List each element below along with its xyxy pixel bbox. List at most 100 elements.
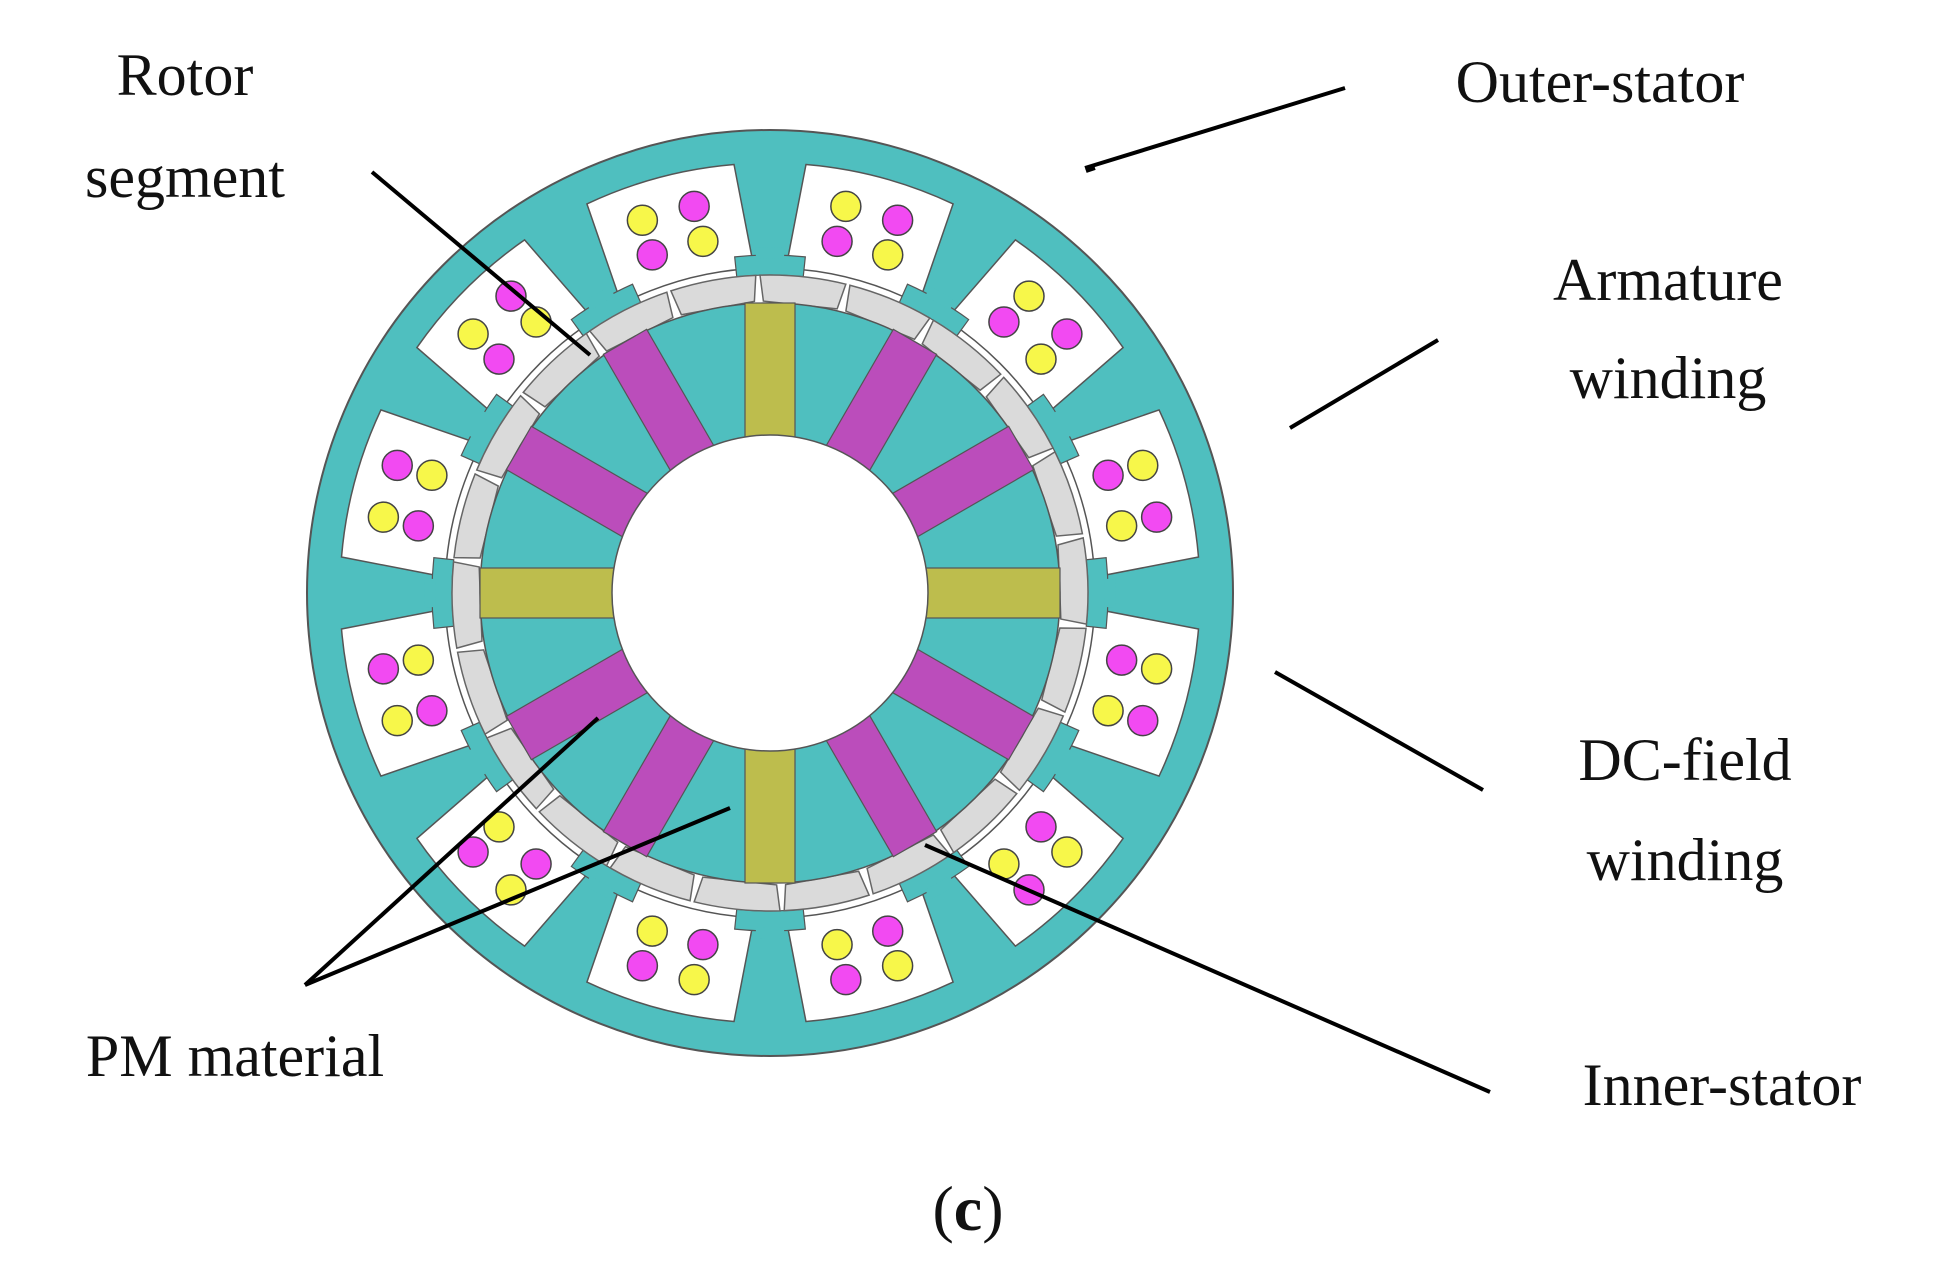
rotor-segment xyxy=(451,560,483,650)
dc-field-coil xyxy=(626,950,659,982)
dc-field-coil xyxy=(483,343,515,375)
armature-winding-leader xyxy=(1288,338,1440,430)
armature-coil xyxy=(1127,449,1159,482)
armature-winding-label-line1: Armature xyxy=(1553,247,1783,313)
machine-cross-section xyxy=(306,129,1234,1057)
armature-coil xyxy=(367,501,400,533)
dc-field-coil xyxy=(830,963,862,996)
figure-caption: (c) xyxy=(932,1173,1003,1244)
outer-stator-slot xyxy=(585,163,755,305)
leader-lines xyxy=(303,86,1491,1094)
rotor-segment xyxy=(693,876,781,912)
dc-field-coil xyxy=(1127,704,1159,737)
outer-stator-slot xyxy=(415,238,595,418)
armature-coil xyxy=(678,963,710,996)
armature-coil xyxy=(457,318,489,350)
tooth-neck xyxy=(1052,748,1077,779)
tooth-neck xyxy=(584,286,615,311)
dc-field-coil xyxy=(636,239,669,271)
outer-stator-slot xyxy=(785,163,955,305)
rotor-segment xyxy=(1040,627,1087,714)
dc-field-coil xyxy=(367,653,400,685)
armature-coil xyxy=(830,190,862,223)
pm-material-leader-olive xyxy=(303,716,600,987)
armature-coil xyxy=(1025,343,1057,375)
armature-coil xyxy=(416,459,448,492)
rotor-segment xyxy=(456,649,509,736)
armature-coil xyxy=(1092,694,1124,727)
rotor-segment xyxy=(999,707,1065,792)
dc-field-coil xyxy=(416,694,448,727)
outer-stator-slot xyxy=(945,768,1125,948)
armature-coil xyxy=(1051,836,1083,868)
dc-field-coil xyxy=(1092,459,1124,492)
caption-letter: c xyxy=(954,1173,982,1244)
dc-field-coil xyxy=(1025,811,1057,843)
rotor-segment xyxy=(538,794,619,867)
dc-field-coil xyxy=(988,306,1020,338)
outer-stator-slot xyxy=(1058,608,1200,778)
pm-block xyxy=(479,567,618,619)
outer-stator-slot xyxy=(945,238,1125,418)
armature-coil xyxy=(636,915,669,947)
dc-field-winding-label-line2: winding xyxy=(1587,827,1784,893)
inner-stator-leader xyxy=(924,843,1491,1094)
dc-field-coil xyxy=(687,928,719,961)
tooth-neck xyxy=(925,286,956,311)
labels: Rotor segment Outer-stator Armature wind… xyxy=(85,42,1861,1118)
dc-field-coil xyxy=(881,204,914,236)
tooth-tip xyxy=(734,254,806,278)
outer-stator-slot xyxy=(785,881,955,1023)
rotor-segment xyxy=(1057,536,1089,626)
rotor-segments xyxy=(451,274,1089,912)
dc-field-coil xyxy=(457,836,489,868)
outer-stator-slot xyxy=(340,608,482,778)
dc-field-winding-leader xyxy=(1274,670,1484,792)
rotor-segment xyxy=(588,291,674,352)
armature-coil xyxy=(1140,653,1173,685)
dc-field-coil xyxy=(1051,318,1083,350)
outer-stator-leader-main xyxy=(1084,86,1346,170)
dc-field-winding-label-line1: DC-field xyxy=(1578,727,1791,793)
inner-stator-label: Inner-stator xyxy=(1583,1052,1862,1118)
outer-stator-slot xyxy=(415,768,595,948)
tooth-neck xyxy=(584,875,615,900)
rotor-segment xyxy=(485,727,555,810)
armature-coil xyxy=(687,225,719,258)
armature-coil xyxy=(871,239,904,271)
pm-block xyxy=(922,567,1061,619)
rotor-segment xyxy=(985,376,1055,459)
armature-coil xyxy=(821,928,853,961)
outer-stator-label: Outer-stator xyxy=(1456,49,1745,115)
tooth-neck xyxy=(1104,578,1117,608)
dc-field-coil xyxy=(495,280,527,312)
tooth-neck xyxy=(463,407,488,438)
armature-coil xyxy=(881,950,914,982)
dc-field-coil xyxy=(520,848,552,880)
center-bore xyxy=(611,434,929,752)
dc-field-coil xyxy=(402,510,435,542)
tooth-neck xyxy=(1052,407,1077,438)
dc-field-coil xyxy=(1105,644,1138,676)
tooth-neck xyxy=(463,748,488,779)
armature-winding-label-line2: winding xyxy=(1570,345,1767,411)
tooth-neck xyxy=(755,927,785,940)
armature-coil xyxy=(381,704,413,737)
outer-stator-slots xyxy=(340,163,1200,1023)
rotor-segment xyxy=(921,319,1002,392)
rotor-segment xyxy=(1031,450,1084,537)
rotor-segment xyxy=(475,394,541,479)
armature-coil xyxy=(483,811,515,843)
rotor-segment xyxy=(453,472,500,559)
rotor-segment xyxy=(609,845,695,902)
dc-field-coil xyxy=(871,915,904,947)
tooth-tip xyxy=(734,908,806,932)
tooth-tip xyxy=(431,557,455,629)
caption-close: ) xyxy=(982,1173,1003,1244)
pm-material-label: PM material xyxy=(86,1023,384,1089)
outer-stator-slot xyxy=(585,881,755,1023)
rotor-segment-leader xyxy=(370,170,592,357)
pm-material-blocks xyxy=(479,302,1061,884)
outer-stator-slot xyxy=(340,408,482,578)
